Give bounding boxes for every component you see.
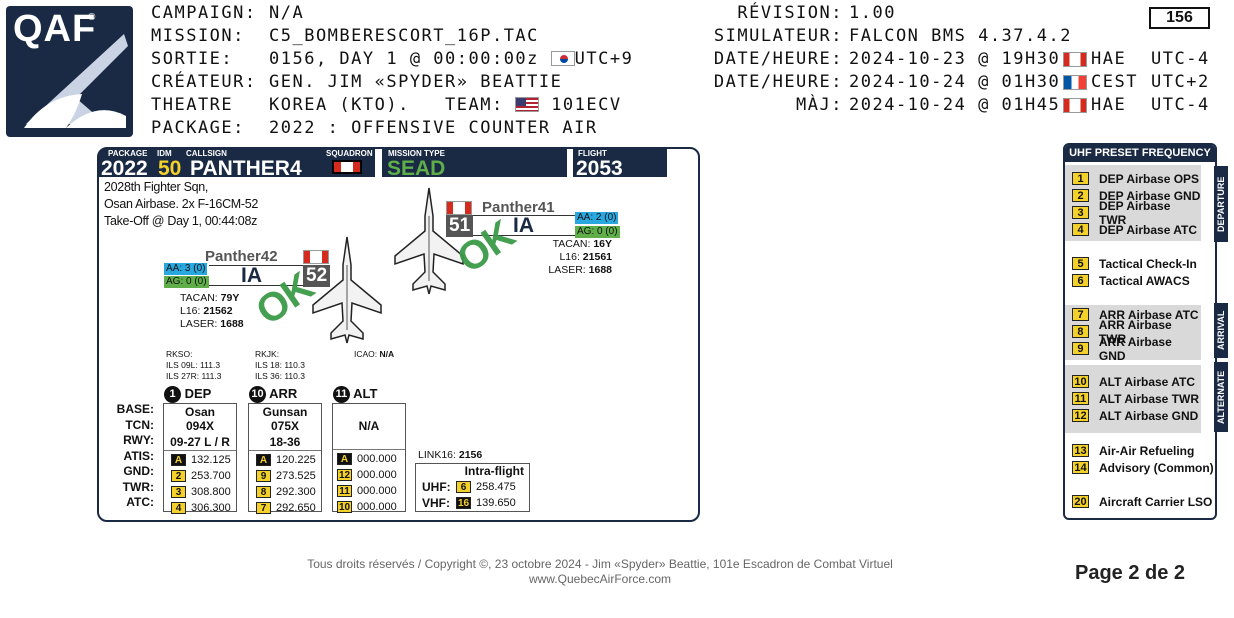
panther42-role-bar (209, 265, 329, 286)
logo-registered-mark: ® (88, 12, 96, 23)
panther42-ag: AG: 0 (0) (164, 276, 209, 288)
f16-jet-icon (394, 187, 464, 295)
page-number-box: 156 (1149, 7, 1210, 29)
uhf-preset-title: UHF PRESET FREQUENCY (1065, 145, 1215, 162)
mission-row: MISSION:C5_BOMBERESCORT_16P.TAC (151, 26, 539, 46)
panther42-canada-flag-icon (303, 250, 329, 264)
idm-label: IDM (157, 149, 172, 158)
flight-label: FLIGHT (578, 149, 607, 158)
logo-text: QAF (13, 8, 97, 50)
package-label: PACKAGE (108, 149, 148, 158)
page-indicator: Page 2 de 2 (1075, 562, 1186, 584)
callsign-label: CALLSIGN (186, 149, 227, 158)
france-flag-icon (1063, 75, 1087, 90)
panther41-codes: TACAN: 16Y L16: 21561 LASER: 1688 (548, 238, 612, 276)
south-korea-flag-icon (550, 51, 575, 66)
side-label-arrival: ARRIVAL (1214, 303, 1228, 358)
package-value: 2022 (101, 157, 148, 180)
f16-jet-icon (312, 236, 382, 344)
mission-type-value: SEAD (387, 157, 446, 180)
panther41-aa: AA: 2 (0) (575, 212, 619, 224)
flight-description: 2028th Fighter Sqn, Osan Airbase. 2x F-1… (104, 180, 259, 228)
squadron-label: SQUADRON (326, 149, 373, 158)
panther41-role: IA (513, 214, 534, 237)
panther41-name: Panther41 (482, 199, 555, 216)
simulator-row: SIMULATEUR:FALCON BMS 4.37.4.2 (713, 26, 1072, 46)
side-label-departure: DEPARTURE (1214, 166, 1228, 242)
panther41-number: 51 (446, 215, 474, 237)
revision-row: RÉVISION:1.00 (737, 3, 896, 23)
panther42-name: Panther42 (205, 248, 278, 265)
header-left: CAMPAIGN:N/A MISSION:C5_BOMBERESCORT_16P… (151, 2, 633, 140)
qaf-logo: QAF ® (6, 6, 133, 137)
squadron-canada-flag-icon (332, 160, 362, 174)
mission-type-box: MISSION TYPE SEAD (382, 148, 567, 180)
arr-header: 10 ARR (249, 386, 297, 404)
panther41-role-bar (446, 215, 576, 236)
sortie-row: SORTIE:0156, DAY 1 @ 00:00:00z UTC+9 (151, 49, 634, 69)
icao: ICAO: N/A (354, 349, 395, 359)
panther41-ag: AG: 0 (0) (575, 226, 620, 238)
footer-copyright: Tous droits réservés / Copyright ©, 23 o… (200, 557, 1000, 587)
mission-type-label: MISSION TYPE (388, 149, 445, 158)
campaign-row: CAMPAIGN:N/A (151, 3, 305, 23)
package-callsign-box: PACKAGE IDM CALLSIGN SQUADRON 2022 50 PA… (99, 148, 375, 180)
footer-url[interactable]: www.QuebecAirForce.com (528, 572, 672, 586)
alt-header: 11 ALT (333, 386, 377, 404)
panther42-codes: TACAN: 79Y L16: 21562 LASER: 1688 (180, 292, 244, 330)
link16: LINK16: 2156 (418, 449, 483, 461)
panther42-aa: AA: 3 (0) (164, 263, 208, 275)
package-row: PACKAGE:2022 : OFFENSIVE COUNTER AIR (151, 118, 598, 138)
flight-number-box: FLIGHT 2053 (573, 148, 667, 180)
canada-flag-icon (1063, 52, 1087, 67)
panther42-role: IA (241, 264, 262, 287)
callsign-value: PANTHER4 (190, 157, 302, 180)
flight-number-value: 2053 (576, 157, 623, 180)
creator-row: CRÉATEUR:GEN. JIM «SPYDER» BEATTIE (151, 72, 563, 92)
panther42-number: 52 (303, 265, 331, 287)
ils-rkjk: RKJK: ILS 18: 110.3 ILS 36: 110.3 (255, 349, 305, 381)
ils-rkso: RKSO: ILS 09L: 111.3 ILS 27R: 111.3 (166, 349, 222, 381)
canada-flag-icon (1063, 98, 1087, 113)
airfield-row-labels: BASE: TCN: RWY: ATIS: GND: TWR: ATC: (116, 402, 154, 509)
jet-logo-icon (24, 34, 128, 128)
header-right: RÉVISION:1.00 SIMULATEUR:FALCON BMS 4.37… (705, 2, 1225, 117)
side-label-alternate: ALTERNATE (1214, 362, 1228, 432)
usa-flag-icon (515, 97, 540, 112)
dep-header: 1 DEP (164, 386, 211, 404)
idm-value: 50 (158, 157, 182, 180)
panther41-canada-flag-icon (446, 201, 472, 215)
